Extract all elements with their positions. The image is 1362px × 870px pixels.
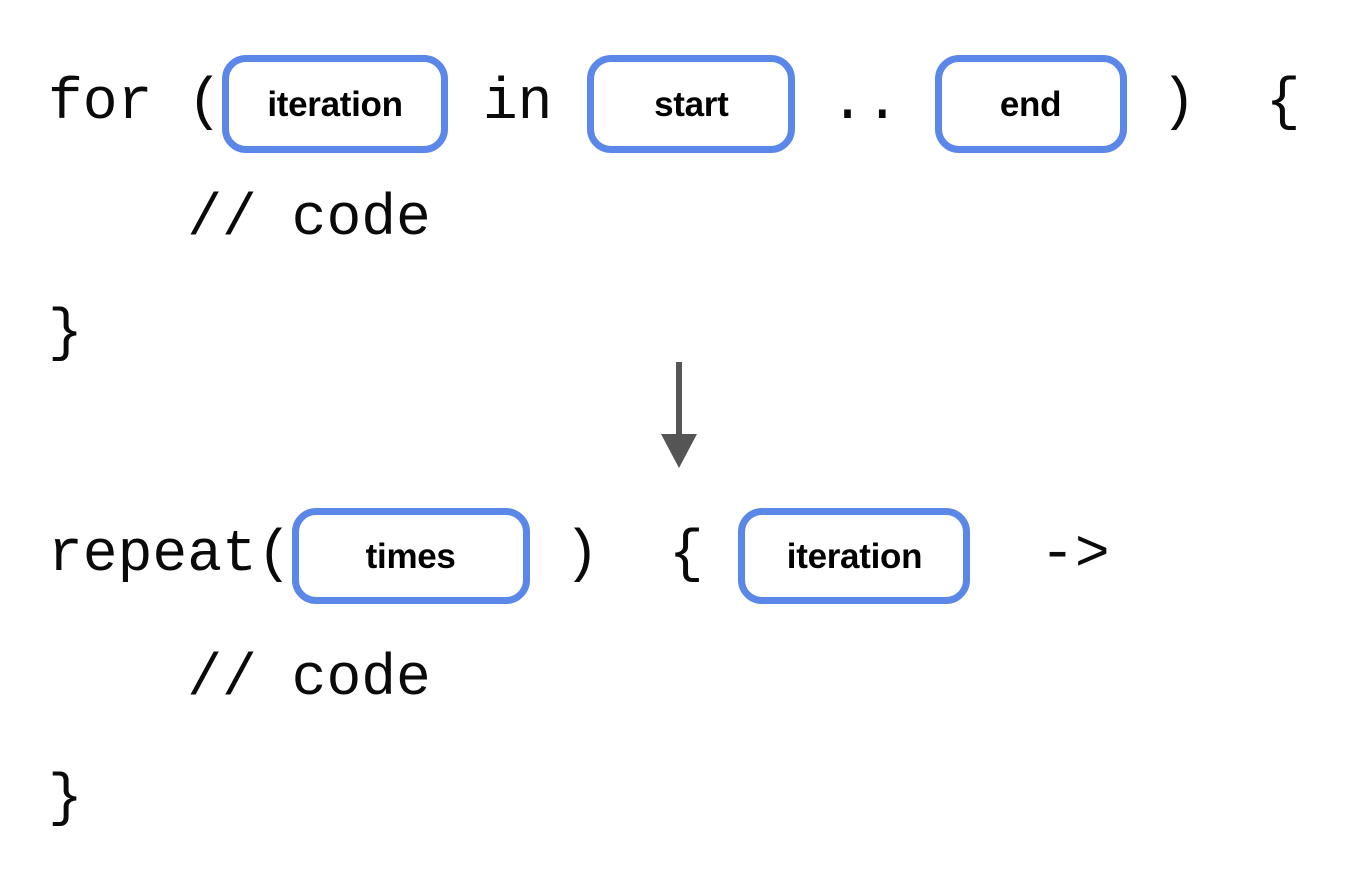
repeat-close-paren-token: ) {	[529, 523, 739, 588]
for-closing-brace-line: }	[48, 305, 83, 365]
in-keyword-token: in	[448, 71, 588, 136]
for-close-paren-token: ) {	[1126, 71, 1301, 136]
closing-brace-token: }	[48, 302, 83, 367]
closing-brace-token-2: }	[48, 767, 83, 832]
chip-iteration-parameter[interactable]: iteration	[738, 508, 971, 604]
repeat-body-comment-line: // code	[48, 650, 431, 710]
downward-arrow-icon	[648, 358, 712, 474]
downward-arrow-svg	[661, 362, 697, 468]
code-comment-token: // code	[48, 187, 431, 252]
range-operator-token: ..	[795, 71, 935, 136]
chip-range-end[interactable]: end	[934, 55, 1127, 153]
lambda-arrow-token: ->	[970, 523, 1110, 588]
repeat-header-line: repeat( times ) { iteration ->	[48, 508, 1110, 604]
repeat-closing-brace-line: }	[48, 770, 83, 830]
code-comment-token-2: // code	[48, 647, 431, 712]
chip-range-start[interactable]: start	[587, 55, 796, 153]
for-body-comment-line: // code	[48, 190, 431, 250]
chip-iteration-variable[interactable]: iteration	[222, 55, 449, 153]
for-header-line: for ( iteration in start .. end ) {	[48, 55, 1301, 153]
chip-times-count[interactable]: times	[291, 508, 530, 604]
repeat-keyword-token: repeat(	[48, 523, 292, 588]
for-keyword-token: for (	[48, 71, 223, 136]
